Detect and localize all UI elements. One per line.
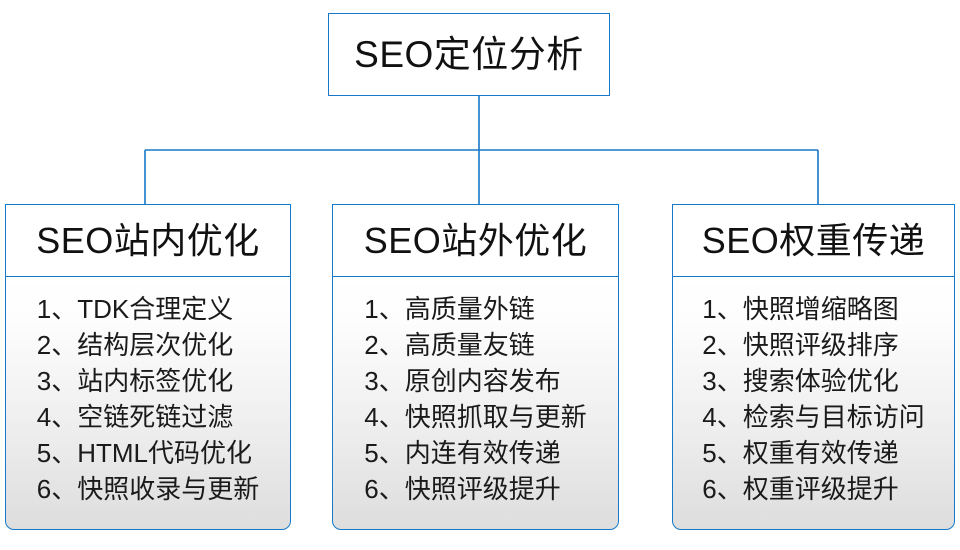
- list-item-index: 1、: [364, 294, 405, 325]
- branch-off-site[interactable]: SEO站外优化 1、高质量外链 2、高质量友链 3、原创内容发布 4、快照抓取与…: [332, 204, 619, 531]
- list-item[interactable]: 4、空链死链过滤: [37, 399, 259, 435]
- list-item-label: HTML代码优化: [77, 438, 252, 469]
- list-item[interactable]: 5、权重有效传递: [702, 435, 924, 471]
- list-item-index: 4、: [36, 402, 78, 433]
- branch-header-off-site[interactable]: SEO站外优化: [332, 204, 619, 278]
- branch-on-site[interactable]: SEO站内优化 1、TDK合理定义 2、结构层次优化 3、站内标签优化 4、空链…: [5, 204, 291, 531]
- list-item[interactable]: 6、快照收录与更新: [37, 471, 259, 507]
- list-item-index: 4、: [364, 402, 405, 433]
- list-item-index: 3、: [36, 366, 78, 397]
- list-item-index: 6、: [364, 474, 405, 505]
- list-item[interactable]: 5、内连有效传递: [364, 435, 586, 471]
- list-item[interactable]: 1、快照增缩略图: [702, 291, 924, 327]
- list-item-label: 高质量外链: [404, 294, 535, 325]
- root-node-title: SEO定位分析: [354, 34, 584, 75]
- list-item-index: 4、: [702, 402, 743, 433]
- list-item-index: 6、: [36, 474, 78, 505]
- list-item-index: 2、: [702, 330, 743, 361]
- list-item-label: 搜索体验优化: [742, 366, 899, 397]
- list-item[interactable]: 4、快照抓取与更新: [364, 399, 586, 435]
- list-item[interactable]: 3、原创内容发布: [364, 363, 586, 399]
- list-item-index: 2、: [36, 330, 78, 361]
- list-item[interactable]: 2、高质量友链: [364, 327, 586, 363]
- list-item[interactable]: 4、检索与目标访问: [702, 399, 924, 435]
- branch-header-title: SEO站外优化: [363, 220, 588, 261]
- list-item-label: 高质量友链: [404, 330, 535, 361]
- list-item[interactable]: 2、结构层次优化: [37, 327, 259, 363]
- list-item-label: 原创内容发布: [404, 366, 561, 397]
- list-item-index: 5、: [36, 438, 78, 469]
- list-item[interactable]: 6、权重评级提升: [702, 471, 924, 507]
- list-item[interactable]: 3、搜索体验优化: [702, 363, 924, 399]
- list-item-label: 空链死链过滤: [77, 402, 234, 433]
- list-item[interactable]: 6、快照评级提升: [364, 471, 586, 507]
- list-item-label: 内连有效传递: [404, 438, 561, 469]
- list-item-index: 3、: [364, 366, 405, 397]
- list-item-label: 快照评级提升: [404, 474, 561, 505]
- list-item[interactable]: 3、站内标签优化: [37, 363, 259, 399]
- list-item-label: 结构层次优化: [77, 330, 234, 361]
- list-item-label: TDK合理定义: [77, 294, 234, 325]
- list-item-index: 3、: [702, 366, 743, 397]
- list-item-label: 快照评级排序: [742, 330, 899, 361]
- list-item-index: 6、: [702, 474, 743, 505]
- branch-header-on-site[interactable]: SEO站内优化: [5, 204, 291, 278]
- list-item[interactable]: 1、TDK合理定义: [37, 291, 259, 327]
- branch-header-title: SEO站内优化: [36, 220, 260, 261]
- branch-body-weight-transfer: 1、快照增缩略图 2、快照评级排序 3、搜索体验优化 4、检索与目标访问 5、权…: [672, 276, 955, 531]
- list-item-label: 权重评级提升: [742, 474, 899, 505]
- list-item[interactable]: 1、高质量外链: [364, 291, 586, 327]
- branch-body-on-site: 1、TDK合理定义 2、结构层次优化 3、站内标签优化 4、空链死链过滤 5、H…: [5, 276, 291, 531]
- item-list-weight-transfer: 1、快照增缩略图 2、快照评级排序 3、搜索体验优化 4、检索与目标访问 5、权…: [702, 291, 924, 507]
- list-item-index: 5、: [702, 438, 743, 469]
- list-item-label: 检索与目标访问: [742, 402, 925, 433]
- item-list-off-site: 1、高质量外链 2、高质量友链 3、原创内容发布 4、快照抓取与更新 5、内连有…: [364, 291, 586, 507]
- root-node[interactable]: SEO定位分析: [328, 13, 610, 96]
- list-item-label: 权重有效传递: [742, 438, 899, 469]
- list-item-label: 快照收录与更新: [77, 474, 260, 505]
- list-item-index: 5、: [364, 438, 405, 469]
- branch-weight-transfer[interactable]: SEO权重传递 1、快照增缩略图 2、快照评级排序 3、搜索体验优化 4、检索与…: [672, 204, 955, 531]
- list-item[interactable]: 2、快照评级排序: [702, 327, 924, 363]
- item-list-on-site: 1、TDK合理定义 2、结构层次优化 3、站内标签优化 4、空链死链过滤 5、H…: [37, 291, 259, 507]
- list-item-index: 1、: [702, 294, 743, 325]
- list-item-label: 站内标签优化: [77, 366, 234, 397]
- branch-body-off-site: 1、高质量外链 2、高质量友链 3、原创内容发布 4、快照抓取与更新 5、内连有…: [332, 276, 619, 531]
- list-item-index: 2、: [364, 330, 405, 361]
- list-item-index: 1、: [36, 294, 78, 325]
- list-item[interactable]: 5、HTML代码优化: [37, 435, 259, 471]
- branch-header-weight-transfer[interactable]: SEO权重传递: [672, 204, 955, 278]
- list-item-label: 快照抓取与更新: [404, 402, 587, 433]
- list-item-label: 快照增缩略图: [742, 294, 899, 325]
- branch-header-title: SEO权重传递: [701, 220, 926, 261]
